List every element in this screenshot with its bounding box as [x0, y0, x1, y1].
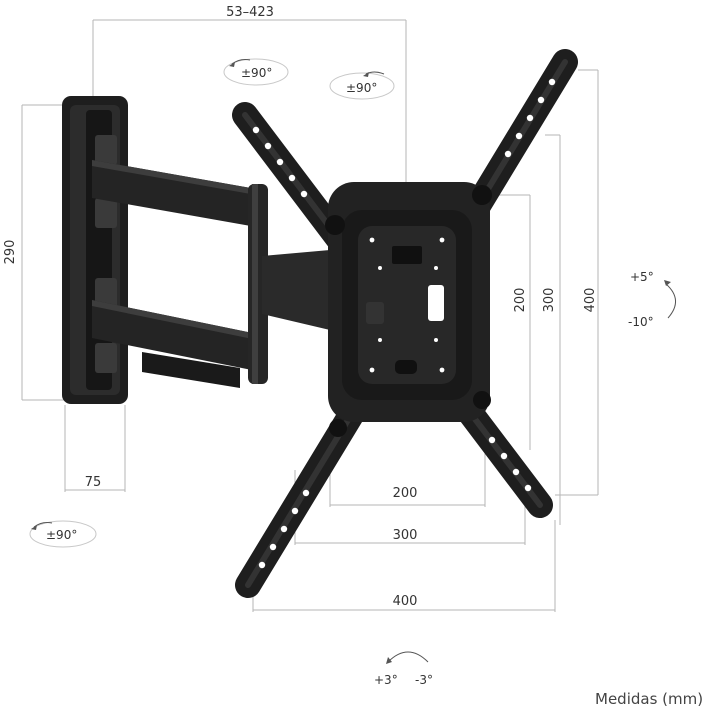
swivel-indicator-top-left: ±90°	[223, 58, 289, 86]
rotation-arrow-icon	[363, 72, 369, 77]
tilt-down-label: -10°	[628, 315, 654, 329]
vesa-horizontal-300-label: 300	[393, 528, 418, 543]
wall-plate-height-label: 290	[3, 240, 18, 265]
vesa-horizontal-200-label: 200	[393, 486, 418, 501]
level-minus-label: -3°	[415, 673, 433, 687]
vesa-vertical-300-label: 300	[542, 288, 557, 313]
level-plus-label: +3°	[374, 673, 398, 687]
articulating-arms	[92, 160, 330, 388]
vesa-horizontal-400-label: 400	[393, 594, 418, 609]
units-caption: Medidas (mm)	[595, 690, 704, 708]
dimension-lines	[21, 19, 599, 612]
vesa-plate	[232, 49, 578, 598]
rotation-arrow-icon	[229, 62, 235, 67]
swivel-indicator-top-right: ±90°	[329, 71, 395, 100]
swivel-label: ±90°	[346, 81, 377, 95]
wall-plate	[62, 96, 128, 404]
swivel-label: ±90°	[241, 66, 272, 80]
tilt-arrow-icon	[664, 280, 671, 286]
rotation-arrow-icon	[31, 525, 37, 530]
vesa-vertical-400-label: 400	[583, 288, 598, 313]
level-arrow-icon	[386, 657, 392, 664]
swivel-indicator-bottom-left: ±90°	[29, 520, 97, 548]
dimension-labels: 53–423 290 75 200 300 400 200 300 400	[3, 5, 598, 609]
tilt-up-label: +5°	[630, 270, 654, 284]
wall-plate-width-label: 75	[85, 475, 102, 490]
tilt-indicator: +5° -10°	[628, 270, 676, 329]
arm-extension-label: 53–423	[226, 5, 274, 20]
vesa-vertical-200-label: 200	[513, 288, 528, 313]
swivel-label: ±90°	[46, 528, 77, 542]
level-adjust-indicator: +3° -3°	[374, 651, 433, 687]
